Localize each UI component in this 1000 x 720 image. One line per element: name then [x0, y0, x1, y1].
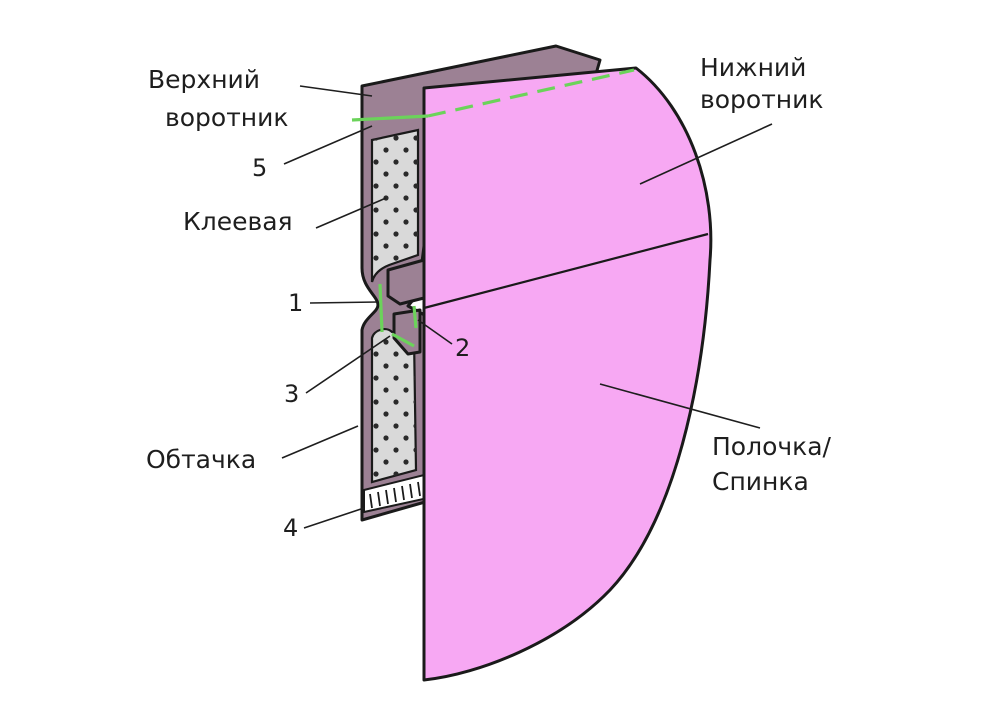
callout-3: 3 [284, 380, 299, 408]
label-lower-collar-line1: Нижний [700, 53, 806, 82]
leader-upper-collar [299, 85, 373, 97]
interfacing-lower-dots [372, 329, 416, 482]
label-facing: Обтачка [146, 445, 256, 474]
label-lower-collar-line2: воротник [700, 85, 823, 114]
stitch-5-solid [351, 114, 429, 122]
callout-4: 4 [283, 514, 298, 542]
stitch-2 [412, 305, 418, 329]
leader-3 [305, 335, 391, 394]
interfacing-upper-dots [372, 130, 418, 282]
leader-facing [281, 425, 359, 459]
overlock-stitches [369, 481, 421, 509]
label-interfacing: Клеевая [183, 207, 293, 236]
collar-panel-seam [423, 232, 709, 310]
seam-allowance-tab-upper [386, 258, 426, 306]
leader-2 [417, 319, 453, 345]
leader-1 [309, 301, 379, 304]
label-front-back-line1: Полочка/ [712, 432, 832, 461]
leader-front-back [599, 383, 761, 429]
callout-5: 5 [252, 154, 267, 182]
callout-1: 1 [288, 289, 303, 317]
leader-lower-collar [639, 123, 773, 185]
callout-2: 2 [455, 334, 470, 362]
leader-interfacing [315, 197, 387, 229]
leader-4 [303, 507, 365, 529]
stitch-1 [378, 283, 384, 333]
label-upper-collar-line1: Верхний [148, 65, 260, 94]
stitch-3 [391, 332, 415, 348]
front-back-and-lower-collar-panel [422, 66, 713, 682]
stitch-5-dashed [427, 68, 635, 118]
leader-5 [283, 125, 373, 165]
label-front-back-line2: Спинка [712, 467, 809, 496]
label-upper-collar-line2: воротник [165, 103, 288, 132]
